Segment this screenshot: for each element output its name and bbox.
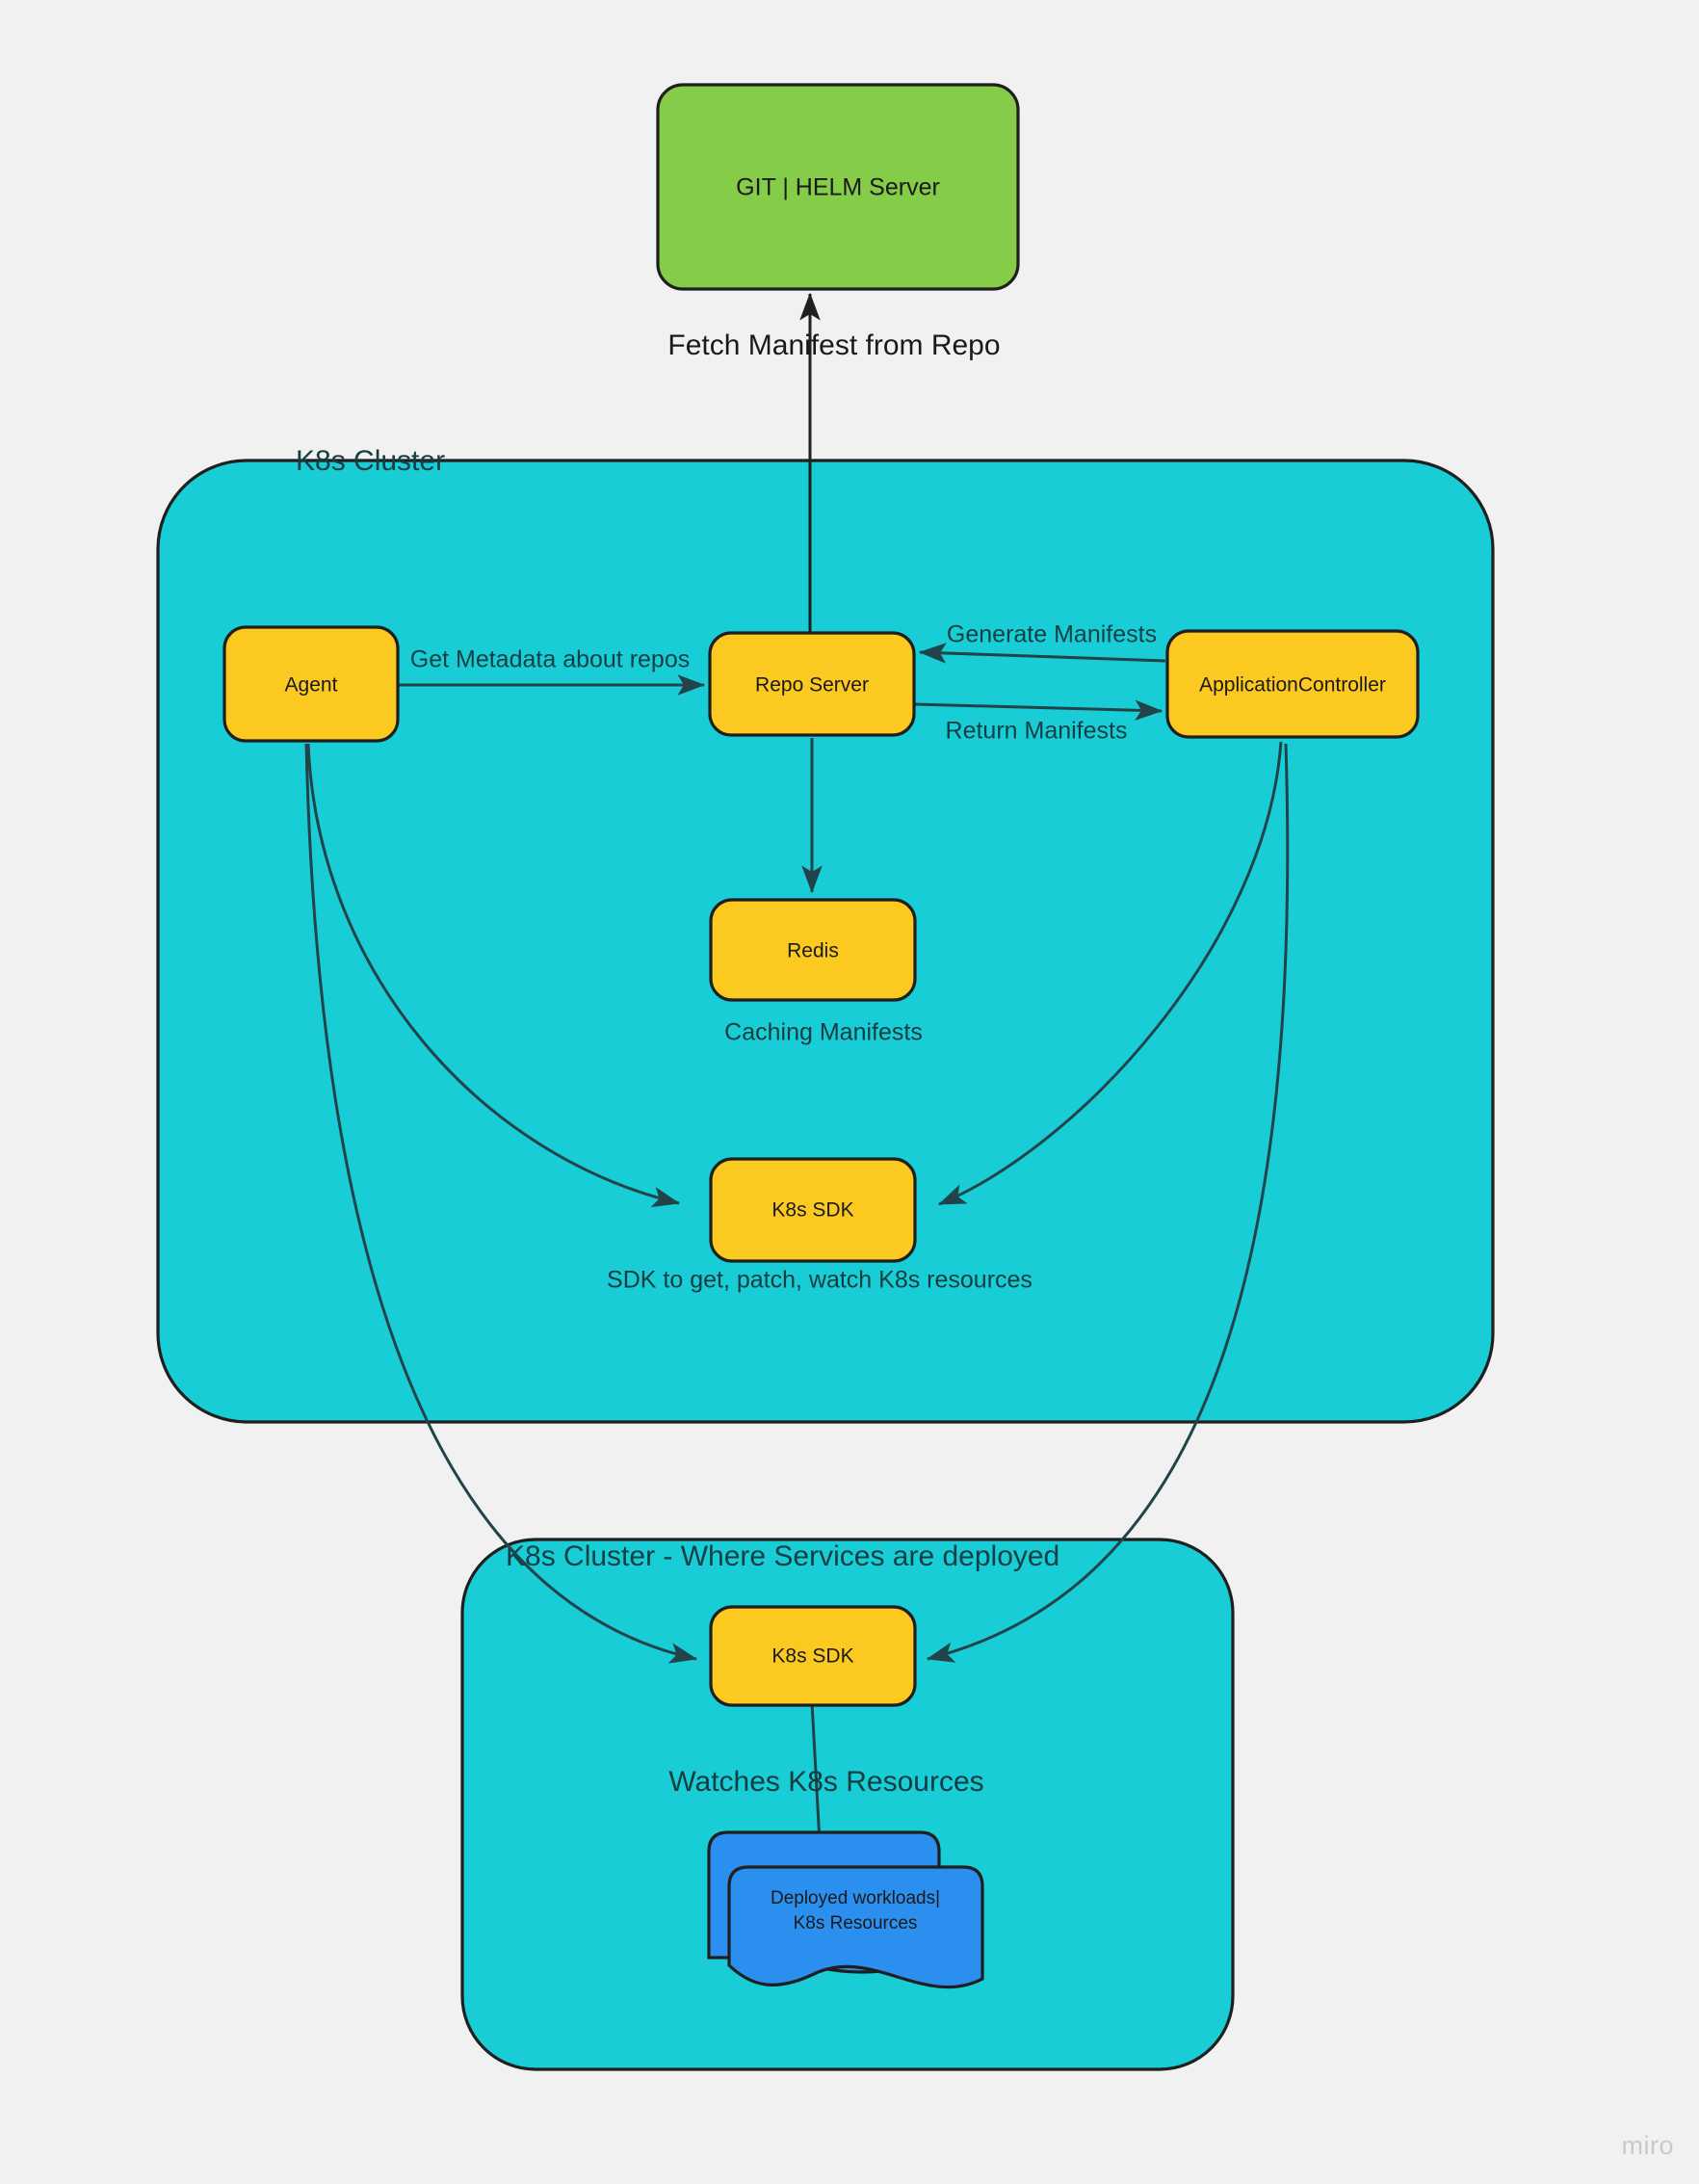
k8s-sdk-bottom-label: K8s SDK bbox=[771, 1645, 853, 1668]
cluster-bottom-label: K8s Cluster - Where Services are deploye… bbox=[506, 1540, 1059, 1572]
deployed-workloads-front-shape[interactable] bbox=[727, 1865, 984, 1989]
agent-shape[interactable] bbox=[222, 625, 400, 743]
node-k8s-sdk-top[interactable]: K8s SDK bbox=[709, 1157, 917, 1263]
edge-label-fetch-manifest: Fetch Manifest from Repo bbox=[667, 329, 1000, 361]
cluster-top-label: K8s Cluster bbox=[296, 445, 445, 477]
node-redis[interactable]: Redis bbox=[709, 898, 917, 1002]
redis-shape[interactable] bbox=[709, 898, 917, 1002]
repo-server-shape[interactable] bbox=[708, 631, 916, 737]
repo-server-label: Repo Server bbox=[755, 674, 869, 697]
caption-caching-manifests: Caching Manifests bbox=[724, 1019, 923, 1046]
edge-agent-to-k8s-sdk-bottom[interactable] bbox=[304, 743, 698, 1664]
edge-appcontroller-to-repo-server[interactable] bbox=[918, 643, 1166, 664]
edge-label-watches-resources: Watches K8s Resources bbox=[668, 1766, 983, 1798]
application-controller-label: ApplicationController bbox=[1199, 674, 1386, 697]
deployed-workloads-label-line2: K8s Resources bbox=[794, 1913, 918, 1934]
miro-watermark: miro bbox=[1621, 2131, 1674, 2160]
node-agent[interactable]: Agent bbox=[222, 625, 400, 743]
deployed-workloads-label-line1: Deployed workloads| bbox=[771, 1888, 940, 1908]
redis-label: Redis bbox=[787, 940, 839, 962]
git-helm-server-label: GIT | HELM Server bbox=[736, 174, 940, 201]
application-controller-shape[interactable] bbox=[1165, 629, 1420, 739]
edge-agent-to-k8s-sdk-top[interactable] bbox=[306, 743, 681, 1208]
caption-sdk-description: SDK to get, patch, watch K8s resources bbox=[607, 1267, 1032, 1294]
edge-label-generate-manifests: Generate Manifests bbox=[947, 621, 1157, 648]
node-deployed-workloads[interactable]: Deployed workloads| K8s Resources bbox=[707, 1830, 984, 1989]
node-git-helm-server[interactable]: GIT | HELM Server bbox=[656, 83, 1020, 291]
node-repo-server[interactable]: Repo Server bbox=[708, 631, 916, 737]
edge-appcontroller-to-k8s-sdk-bottom[interactable] bbox=[926, 743, 1290, 1663]
edge-appcontroller-to-k8s-sdk-top[interactable] bbox=[937, 741, 1283, 1206]
k8s-sdk-bottom-shape[interactable] bbox=[709, 1605, 917, 1707]
edge-label-return-manifests: Return Manifests bbox=[946, 718, 1128, 745]
edge-repo-server-to-appcontroller[interactable] bbox=[914, 699, 1163, 722]
cluster-bottom-shape[interactable] bbox=[460, 1538, 1235, 2071]
agent-label: Agent bbox=[285, 674, 338, 697]
k8s-sdk-top-label: K8s SDK bbox=[771, 1199, 853, 1222]
edge-label-get-metadata: Get Metadata about repos bbox=[410, 646, 690, 673]
node-application-controller[interactable]: ApplicationController bbox=[1165, 629, 1420, 739]
cluster-bottom-group[interactable]: K8s Cluster - Where Services are deploye… bbox=[460, 1538, 1235, 2071]
k8s-sdk-top-shape[interactable] bbox=[709, 1157, 917, 1263]
git-helm-server-shape[interactable] bbox=[656, 83, 1020, 291]
node-k8s-sdk-bottom[interactable]: K8s SDK bbox=[709, 1605, 917, 1707]
